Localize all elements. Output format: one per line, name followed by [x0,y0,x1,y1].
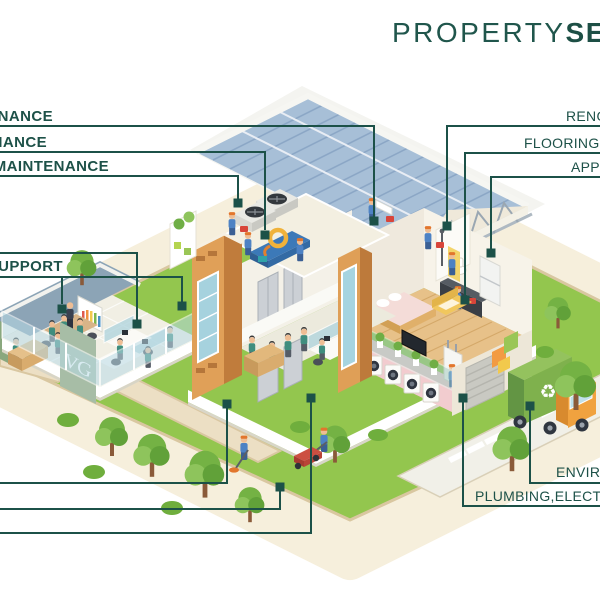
suit-presenter [66,302,74,329]
string-trimmer [229,467,239,473]
connector-right-3 [490,176,600,249]
connector-bottom-left-2 [0,491,281,510]
label-plumbing-electrical: PLUMBING,ELECTRICAL [475,488,600,504]
label-renovation: RENO [566,108,600,124]
connector-bottom-left-3 [0,402,312,534]
connector-left-4 [0,252,138,320]
renovation-worker [448,252,456,276]
connector-left-2 [0,151,266,230]
label-maintenance-3: ONMAINTENANCE [0,158,109,175]
connector-endpoints [57,198,535,492]
recycle-icon: ♻ [539,382,556,403]
lobby-reception [244,335,284,377]
lawn-crew [229,427,328,473]
garage [452,330,532,416]
office-wing: VG [0,261,199,404]
washing-machines [365,355,440,403]
connector-right-2 [464,152,600,296]
connector-left-5 [0,276,183,302]
connector-lines [0,125,600,534]
roof-workers [368,198,444,250]
connector-left-1 [0,125,375,217]
label-environment: ENVIRO [556,464,600,480]
floor-slab [240,276,352,344]
column-window [341,263,357,371]
tv [401,329,427,357]
label-appliances: APPL [571,159,600,175]
connector-bottom-right-2 [462,402,600,507]
right-column-tower [338,247,372,393]
hvac-worker [228,212,236,236]
planter-shelf [169,210,197,270]
main-building [169,86,545,467]
label-support: G SUPPORT [0,258,63,275]
label-maintenance-1: TENANCE [0,108,53,125]
connector-left-3 [0,175,239,199]
lawn-mower [294,441,328,470]
connector-bottom-right-1 [529,410,600,484]
office-roof [0,261,140,336]
label-maintenance-2: ENANCE [0,134,47,151]
callout-labels: TENANCE ENANCE ONMAINTENANCE G SUPPORT R… [0,108,600,504]
crates [492,331,518,374]
page-title: PROPERTYSERV [392,17,600,48]
elevator-tower [191,232,243,400]
label-flooring: FLOORING,DE [524,135,600,151]
connector-right-1 [446,125,600,222]
connector-bottom-left-1 [0,408,228,484]
